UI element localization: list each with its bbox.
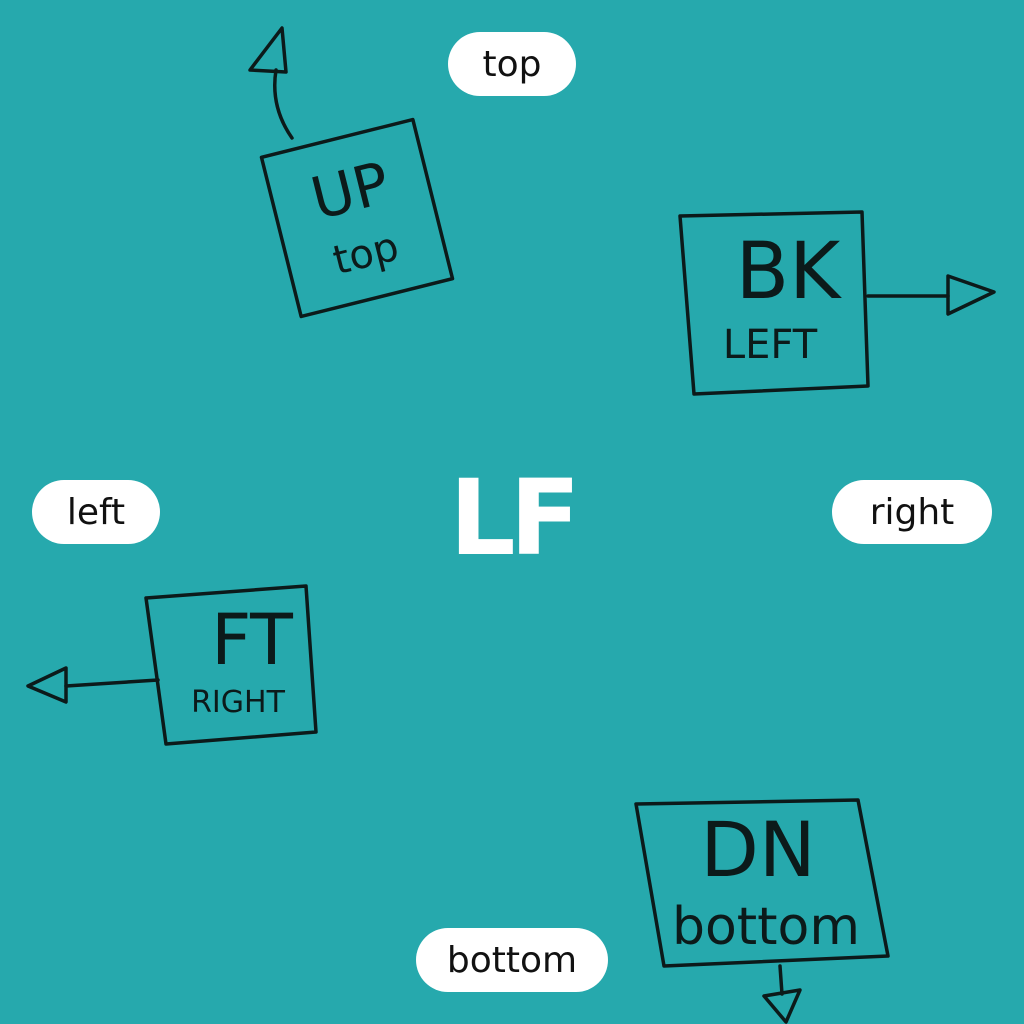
sketch-down-arrowhead xyxy=(762,988,802,1024)
edge-label-top: top xyxy=(448,32,576,96)
sketch-front-code: FT xyxy=(211,599,293,681)
sketch-back-box xyxy=(678,210,870,396)
edge-label-bottom: bottom xyxy=(416,928,608,992)
sketch-up-side: top xyxy=(329,224,404,284)
sketch-down-box xyxy=(634,798,890,968)
sketch-up-arrow-line xyxy=(273,68,294,140)
sketch-back-arrowhead xyxy=(946,274,996,316)
sketch-down-code: DN xyxy=(700,805,815,894)
sketch-up-arrowhead xyxy=(248,26,288,74)
sketch-back-code: BK xyxy=(736,227,843,317)
sketch-down-arrow-line xyxy=(778,964,784,996)
sketch-up: UP top xyxy=(248,26,455,319)
sketch-front-arrow-line xyxy=(64,678,160,688)
sketch-back: BK LEFT xyxy=(678,210,996,396)
sketch-front-arrowhead xyxy=(26,666,68,704)
sketch-back-side: LEFT xyxy=(723,322,818,368)
sketch-down-side: bottom xyxy=(672,897,860,957)
sketch-up-code: UP xyxy=(304,148,396,233)
edge-label-right: right xyxy=(832,480,992,544)
sketch-front-side: RIGHT xyxy=(191,685,285,720)
sketch-front: FT RIGHT xyxy=(26,584,318,746)
sketch-up-box xyxy=(259,117,455,319)
edge-label-left: left xyxy=(32,480,160,544)
face-label: LF xyxy=(449,457,580,579)
sketch-front-box xyxy=(144,584,318,746)
sketch-down: DN bottom xyxy=(634,798,890,1024)
